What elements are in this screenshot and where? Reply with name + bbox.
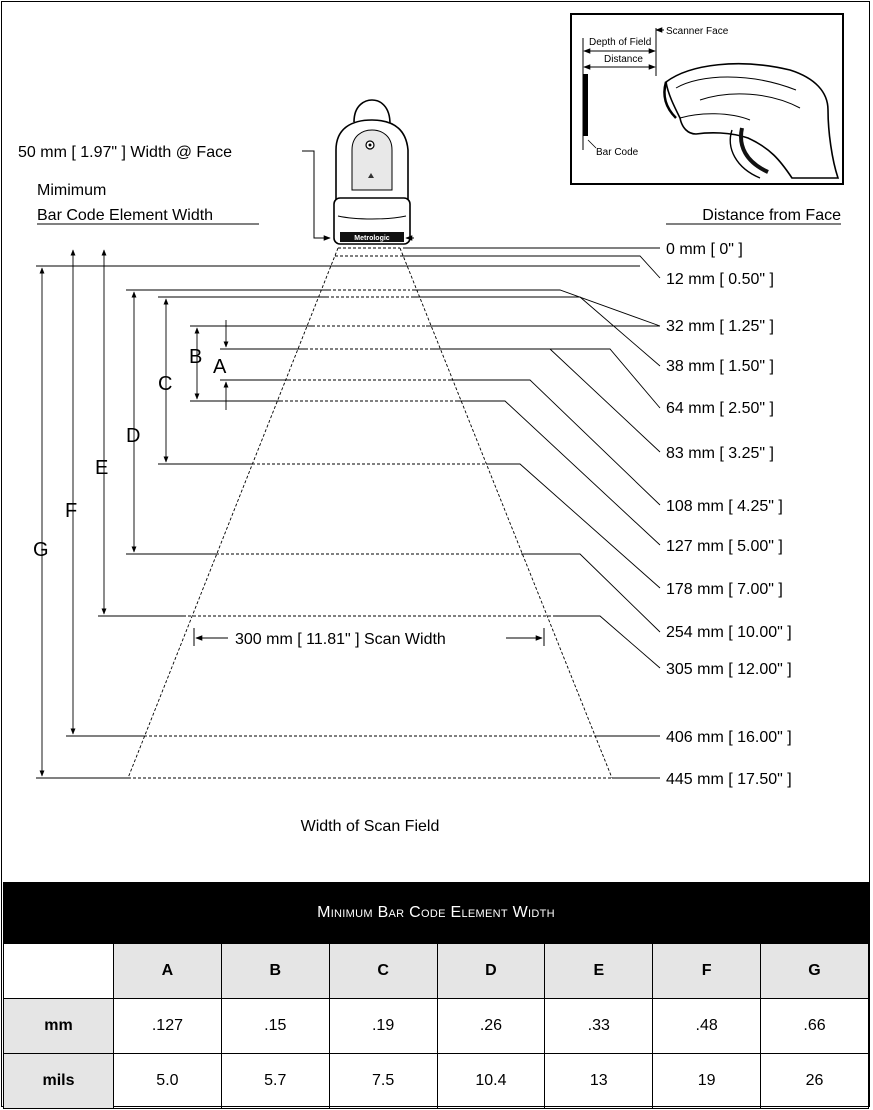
scan-width-dimension: 300 mm [ 11.81" ] Scan Width: [193, 628, 545, 648]
depth-range-bars: [36, 249, 640, 779]
distance-label: 83 mm [ 3.25" ]: [666, 445, 774, 462]
table-cell: 5.7: [220, 1053, 330, 1109]
width-of-scan-field-label: Width of Scan Field: [301, 818, 440, 835]
column-header: A: [113, 943, 222, 999]
table-cell: 5.0: [113, 1053, 222, 1109]
depth-letter-e: E: [95, 457, 108, 479]
scanner-face-label: Scanner Face: [666, 26, 729, 37]
table-cell: 7.5: [328, 1053, 438, 1109]
distance-label: Distance: [604, 54, 643, 65]
depth-letter-c: C: [158, 373, 172, 395]
row-header: mils: [3, 1053, 114, 1109]
distance-label: 178 mm [ 7.00" ]: [666, 581, 783, 598]
table-cell: 19: [652, 1053, 762, 1109]
table-row: mils 5.0 5.7 7.5 10.4 13 19 26: [3, 1053, 869, 1109]
table-cell: .66: [760, 998, 869, 1054]
distance-label: 305 mm [ 12.00" ]: [666, 661, 792, 678]
table-title: Minimum Bar Code Element Width: [3, 882, 869, 943]
column-header: B: [220, 943, 330, 999]
table-cell: 10.4: [436, 1053, 546, 1109]
min-width-line1: Mimimum: [37, 182, 106, 199]
column-header: F: [652, 943, 762, 999]
table-cell: 13: [544, 1053, 654, 1109]
distance-labels: 0 mm [ 0" ] 12 mm [ 0.50" ] 32 mm [ 1.25…: [666, 241, 792, 788]
table-header-row: A B C D E F G: [3, 943, 869, 999]
table-cell: .48: [652, 998, 762, 1054]
table-cell: .19: [328, 998, 438, 1054]
column-header: G: [760, 943, 869, 999]
table-cell: 26: [760, 1053, 869, 1109]
table-cell: .26: [436, 998, 546, 1054]
distance-label: 0 mm [ 0" ]: [666, 241, 743, 258]
depth-letter-g: G: [33, 539, 49, 561]
depth-letter-f: F: [65, 500, 77, 522]
table-cell: .15: [220, 998, 330, 1054]
distance-label: 64 mm [ 2.50" ]: [666, 400, 774, 417]
scan-width-label: 300 mm [ 11.81" ] Scan Width: [235, 631, 446, 648]
distance-label: 254 mm [ 10.00" ]: [666, 624, 792, 641]
depth-letter-b: B: [189, 346, 202, 368]
table-cell: .33: [544, 998, 654, 1054]
distance-label: 32 mm [ 1.25" ]: [666, 318, 774, 335]
distance-from-face-heading: Distance from Face: [702, 207, 841, 224]
table-cell: .127: [113, 998, 222, 1054]
barcode-icon: [583, 74, 588, 136]
scan-field-cone: [127, 247, 613, 779]
distance-label: 108 mm [ 4.25" ]: [666, 498, 783, 515]
distance-label: 12 mm [ 0.50" ]: [666, 271, 774, 288]
distance-label: 406 mm [ 16.00" ]: [666, 729, 792, 746]
brand-label: Metrologic: [354, 235, 389, 242]
min-element-width-table: A B C D E F G mm .127 .15 .19 .26 .33 .4…: [3, 943, 869, 1109]
face-width-label: 50 mm [ 1.97" ] Width @ Face: [18, 144, 232, 161]
table-title-text: Minimum Bar Code Element Width: [317, 903, 555, 921]
scanner-front-icon: Metrologic: [333, 99, 411, 245]
depth-letters: A B C D E F G: [33, 346, 227, 561]
min-width-line2: Bar Code Element Width: [37, 207, 213, 224]
distance-label: 38 mm [ 1.50" ]: [666, 358, 774, 375]
scanner-inset: Scanner Face Depth of Field Distance Bar…: [570, 13, 844, 185]
column-header: D: [436, 943, 546, 999]
row-header: mm: [3, 998, 114, 1054]
depth-of-field-label: Depth of Field: [589, 37, 651, 48]
column-header: C: [328, 943, 438, 999]
depth-of-field-diagram: Scanner Face Depth of Field Distance Bar…: [18, 13, 844, 835]
column-header: E: [544, 943, 654, 999]
bar-code-label: Bar Code: [596, 147, 639, 158]
table-corner-cell: [3, 943, 114, 999]
distance-label: 127 mm [ 5.00" ]: [666, 538, 783, 555]
table-row: mm .127 .15 .19 .26 .33 .48 .66: [3, 998, 869, 1054]
distance-leaders: [403, 247, 661, 779]
distance-label: 445 mm [ 17.50" ]: [666, 771, 792, 788]
scanner-side-icon: [663, 62, 840, 179]
depth-letter-a: A: [213, 356, 227, 378]
depth-letter-d: D: [126, 425, 140, 447]
